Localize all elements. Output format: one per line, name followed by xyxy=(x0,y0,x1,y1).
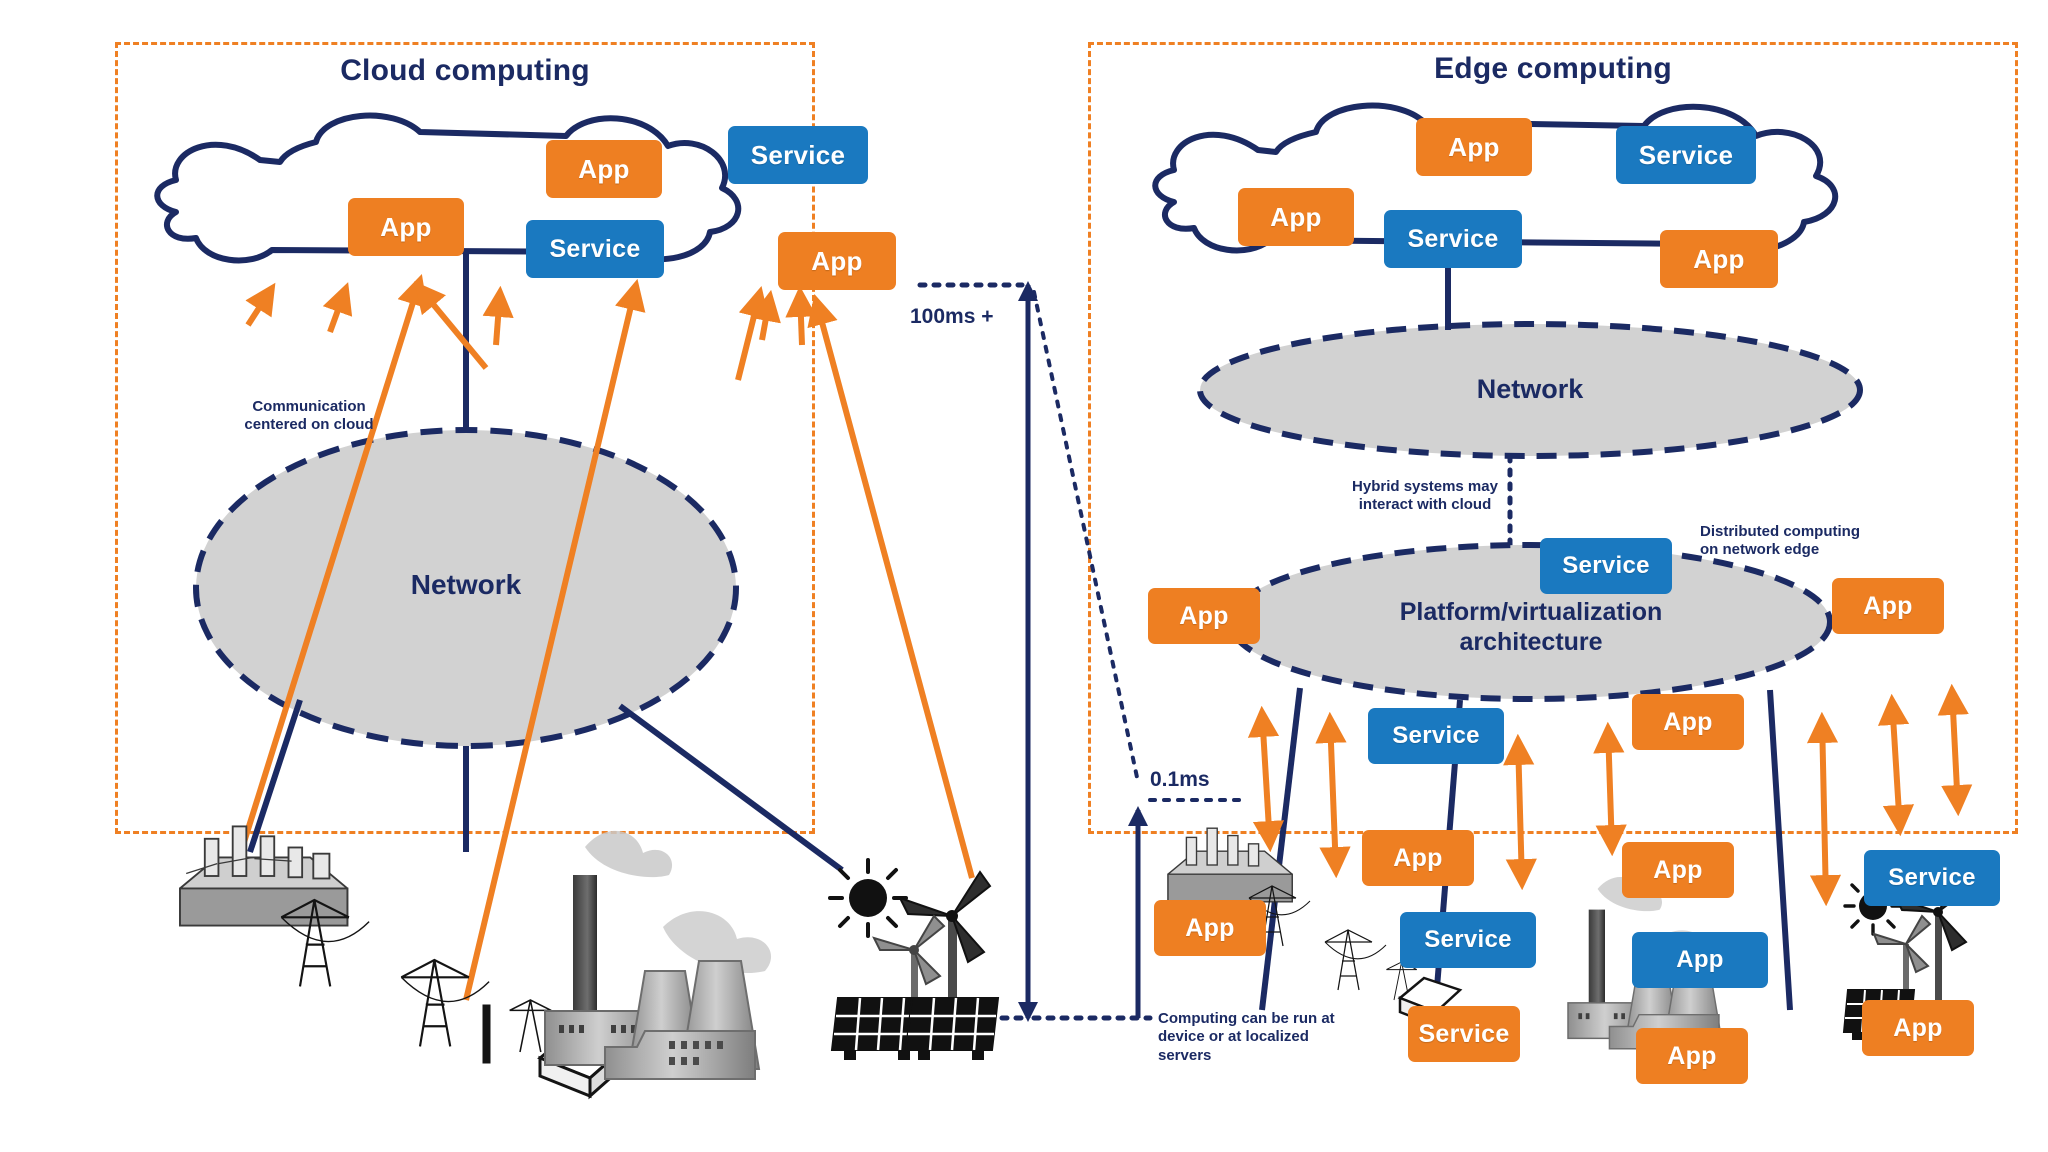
transmission-towers-icon-left xyxy=(280,898,627,1100)
chip-app-edgecloud-1[interactable]: App xyxy=(1416,118,1532,176)
network-label-right: Network xyxy=(1476,374,1584,404)
chip-service-edge-8[interactable]: Service xyxy=(1864,850,2000,906)
renewables-icon-left xyxy=(828,858,1000,1060)
chip-app-edge-9[interactable]: App xyxy=(1154,900,1266,956)
platform-label: Platform/virtualization architecture xyxy=(1399,598,1663,656)
chip-service-cloud-2[interactable]: Service xyxy=(728,126,868,184)
chip-service-edge-1[interactable]: Service xyxy=(1540,538,1672,594)
latency-label-cloud: 100ms + xyxy=(910,305,994,328)
wind-turbine-icon-left-1 xyxy=(898,870,992,1028)
annotation-localized-servers: Computing can be run at device or at loc… xyxy=(1158,1010,1335,1064)
chip-service-edge-4[interactable]: Service xyxy=(1368,708,1504,764)
chip-app-edge-6[interactable]: App xyxy=(1362,830,1474,886)
wind-turbine-icon-right-2 xyxy=(1872,914,1932,1008)
chip-app-edge-13[interactable]: App xyxy=(1636,1028,1748,1084)
chip-service-edge-11[interactable]: App xyxy=(1632,932,1768,988)
chip-app-edge-14[interactable]: App xyxy=(1862,1000,1974,1056)
cloud-computing-panel xyxy=(115,42,815,834)
edge-panel-title: Edge computing xyxy=(1434,52,1672,85)
substation-icon-left xyxy=(179,825,349,927)
chip-app-edge-5[interactable]: App xyxy=(1632,694,1744,750)
chip-app-cloud-1[interactable]: App xyxy=(546,140,662,198)
chip-app-edge-3[interactable]: App xyxy=(1832,578,1944,634)
chip-app-edge-2[interactable]: App xyxy=(1148,588,1260,644)
chip-app-cloud-5[interactable]: App xyxy=(778,232,896,290)
annotation-communication-centered-on-cloud: Communication centered on cloud xyxy=(244,398,374,434)
chip-service-edgecloud-4[interactable]: Service xyxy=(1384,210,1522,268)
substation-icon-right xyxy=(1167,827,1293,903)
chip-app-edgecloud-5[interactable]: App xyxy=(1660,230,1778,288)
latency-label-edge: 0.1ms xyxy=(1150,768,1210,791)
chip-app-edgecloud-3[interactable]: App xyxy=(1238,188,1354,246)
chip-app-edge-12[interactable]: Service xyxy=(1408,1006,1520,1062)
power-plant-icon-left xyxy=(544,830,772,1080)
wind-turbine-icon-left-2 xyxy=(872,914,946,1032)
cloud-panel-title: Cloud computing xyxy=(340,54,590,87)
chip-service-edge-10[interactable]: Service xyxy=(1400,912,1536,968)
solar-panel-icon-left-1 xyxy=(830,997,926,1060)
edge-computing-panel xyxy=(1088,42,2018,834)
chip-service-cloud-4[interactable]: Service xyxy=(526,220,664,278)
chip-app-edge-7[interactable]: App xyxy=(1622,842,1734,898)
chip-service-edgecloud-2[interactable]: Service xyxy=(1616,126,1756,184)
chip-app-cloud-3[interactable]: App xyxy=(348,198,464,256)
network-label-left: Network xyxy=(410,569,522,600)
solar-panel-icon-left-2 xyxy=(904,997,1000,1060)
annotation-distributed-computing: Distributed computing on network edge xyxy=(1700,523,1860,559)
sun-icon-left xyxy=(828,858,908,938)
annotation-hybrid-systems: Hybrid systems may interact with cloud xyxy=(1352,478,1498,514)
